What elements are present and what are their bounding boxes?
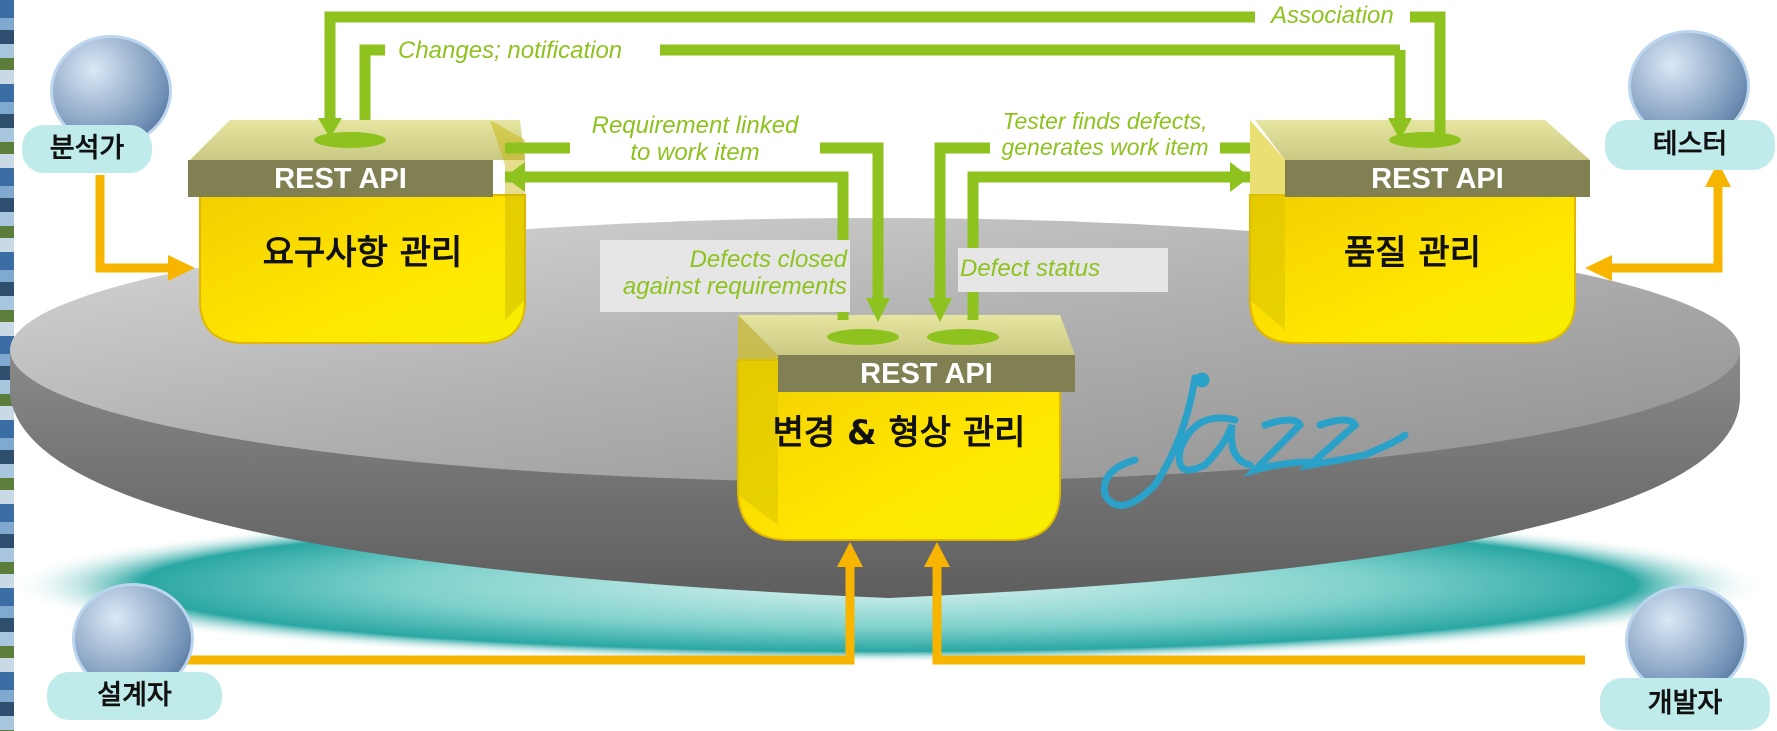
side-photo-strip: [0, 0, 14, 731]
defects-closed-label: Defects closed against requirements: [622, 246, 847, 300]
change-box: [737, 315, 1075, 541]
requirements-rest-api-label: REST API: [274, 163, 407, 195]
requirements-title: 요구사항 관리: [262, 233, 463, 273]
defects-closed-label-box: [600, 240, 850, 312]
quality-rest-api-label: REST API: [1371, 163, 1504, 195]
association-label: Association: [1265, 2, 1400, 29]
jazz-logo: [1100, 372, 1409, 509]
actor-arrows: [95, 175, 1723, 665]
defect-status-label: Defect status: [960, 255, 1101, 282]
requirements-box: [188, 120, 526, 344]
tester-finds-label: Tester finds defects, generates work ite…: [990, 108, 1220, 160]
requirement-linked-label: Requirement linked to work item: [570, 112, 820, 166]
actor-arrowheads: [168, 162, 1731, 567]
defect-status-label-box: [958, 248, 1168, 292]
quality-title: 품질 관리: [1344, 233, 1481, 273]
designer-role-label: 설계자: [47, 672, 222, 720]
tester-role-label: 테스터: [1605, 120, 1775, 170]
change-title: 변경 & 형상 관리: [772, 413, 1026, 453]
changes-notification-label: Changes; notification: [390, 37, 631, 64]
change-rest-api-label: REST API: [860, 358, 993, 390]
flow-arrowheads: [318, 118, 1412, 322]
quality-box: [1249, 120, 1590, 344]
developer-role-label: 개발자: [1600, 678, 1770, 730]
analyst-role-label: 분석가: [22, 125, 152, 173]
